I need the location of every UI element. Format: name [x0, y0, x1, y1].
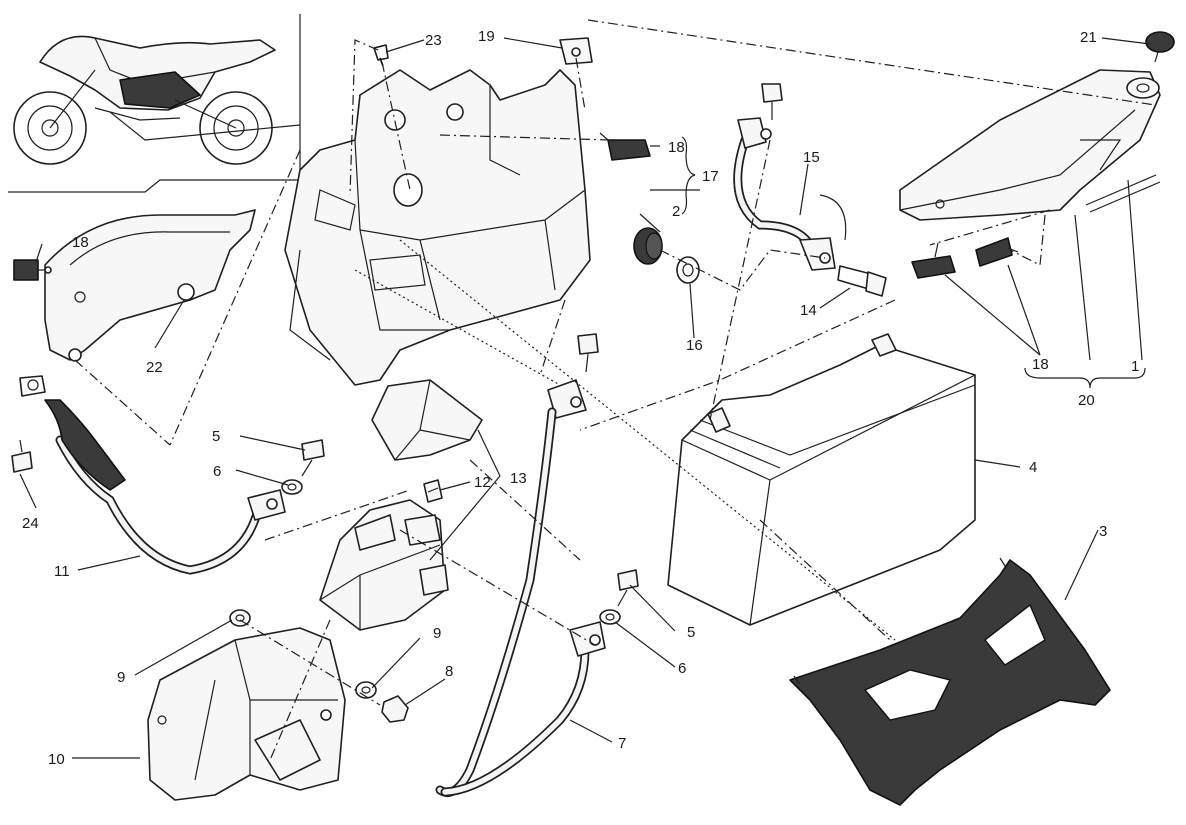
rubber-pad-18-mid[interactable]	[599, 132, 651, 161]
battery-4[interactable]	[667, 333, 976, 626]
label-5-left: 5	[212, 428, 220, 445]
battery-holder-3[interactable]	[789, 557, 1111, 806]
right-bracket-20[interactable]	[899, 69, 1161, 221]
label-14: 14	[800, 302, 817, 319]
washer-9-right[interactable]	[355, 681, 377, 699]
bolt-14[interactable]	[837, 265, 887, 297]
battery-tray-17[interactable]	[284, 69, 591, 386]
label-23: 23	[425, 32, 442, 49]
grommet-2[interactable]	[633, 227, 663, 265]
bolt-top-cable[interactable]	[761, 83, 783, 120]
label-7: 7	[618, 735, 626, 752]
rod-1[interactable]	[1085, 174, 1161, 213]
ground-cable-15[interactable]	[733, 117, 847, 271]
label-18-left: 18	[72, 234, 89, 251]
relay-cover-13[interactable]	[371, 379, 483, 461]
label-13: 13	[510, 470, 527, 487]
motorcycle-inset	[8, 14, 301, 193]
fuse-12[interactable]	[423, 479, 443, 503]
label-5-right: 5	[687, 624, 695, 641]
label-17: 17	[702, 168, 719, 185]
label-22: 22	[146, 359, 163, 376]
bolt-5-left[interactable]	[301, 439, 325, 477]
label-6-left: 6	[213, 463, 221, 480]
spacer-16[interactable]	[676, 256, 700, 284]
motorcycle-silhouette-icon	[13, 35, 301, 165]
bolt-24[interactable]	[11, 439, 33, 473]
bolt-5-right[interactable]	[617, 569, 639, 607]
relay-bracket-10[interactable]	[147, 627, 346, 801]
washer-6-left[interactable]	[281, 479, 303, 495]
label-4: 4	[1029, 459, 1037, 476]
label-18-right: 18	[1032, 356, 1049, 373]
label-8: 8	[445, 663, 453, 680]
clip-nut-19[interactable]	[559, 37, 593, 65]
label-10: 10	[48, 751, 65, 768]
washer-9-left[interactable]	[229, 609, 251, 627]
rubber-pad-18-right-a[interactable]	[911, 242, 956, 279]
label-16: 16	[686, 337, 703, 354]
nut-8[interactable]	[381, 695, 409, 723]
rubber-pad-18-left[interactable]	[13, 259, 52, 281]
label-12: 12	[474, 474, 491, 491]
label-1: 1	[1131, 358, 1139, 375]
label-20: 20	[1078, 392, 1095, 409]
rubber-pad-18-right-b[interactable]	[975, 237, 1019, 267]
part-labels: 1 2 3 4 5 5 6 6 7 8 9 9 10 11 12 13 14 1…	[22, 28, 1139, 768]
label-15: 15	[803, 149, 820, 166]
label-21: 21	[1080, 29, 1097, 46]
screw-21[interactable]	[1145, 31, 1175, 63]
label-9-right: 9	[433, 625, 441, 642]
battery-cable-11[interactable]	[19, 375, 286, 575]
screw-23[interactable]	[373, 44, 389, 67]
label-18-mid: 18	[668, 139, 685, 156]
assembly-lines	[74, 19, 1156, 761]
label-6-right: 6	[678, 660, 686, 677]
washer-6-right[interactable]	[599, 609, 621, 625]
leader-lines	[19, 37, 1151, 759]
label-24: 24	[22, 515, 39, 532]
label-19: 19	[478, 28, 495, 45]
starter-relay-13[interactable]	[319, 499, 449, 631]
label-3: 3	[1099, 523, 1107, 540]
positive-cable-7[interactable]	[435, 333, 606, 797]
label-2: 2	[672, 203, 680, 220]
side-bracket-22[interactable]	[44, 209, 256, 362]
label-9-left: 9	[117, 669, 125, 686]
label-11: 11	[54, 563, 70, 580]
